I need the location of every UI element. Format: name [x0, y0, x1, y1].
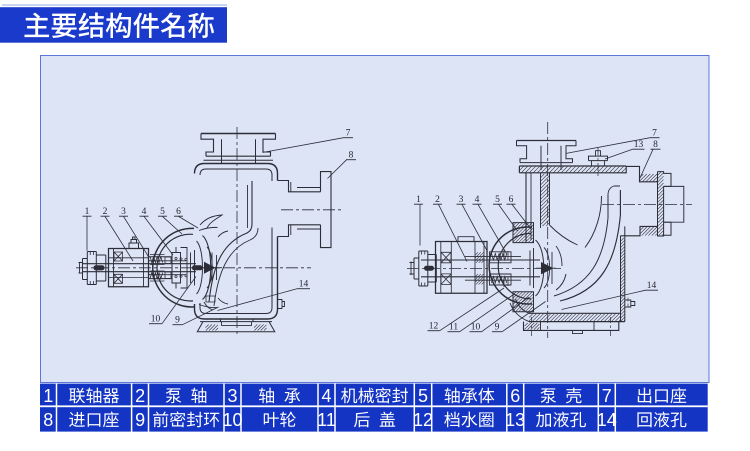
svg-text:3: 3 [459, 195, 464, 205]
svg-text:4: 4 [475, 195, 480, 205]
svg-text:7: 7 [346, 129, 351, 139]
svg-text:6: 6 [510, 386, 520, 406]
svg-text:14: 14 [299, 280, 309, 290]
svg-text:8: 8 [349, 151, 354, 161]
svg-text:3: 3 [227, 386, 237, 406]
svg-text:2: 2 [135, 386, 145, 406]
svg-text:1: 1 [416, 195, 421, 205]
svg-text:2: 2 [103, 207, 108, 217]
svg-text:9: 9 [175, 316, 180, 326]
svg-text:10: 10 [222, 410, 242, 430]
svg-text:8: 8 [653, 140, 658, 150]
svg-text:12: 12 [429, 322, 439, 332]
svg-text:5: 5 [160, 207, 165, 217]
svg-text:4: 4 [142, 207, 147, 217]
svg-text:7: 7 [652, 129, 657, 139]
svg-text:13: 13 [505, 410, 525, 430]
svg-text:7: 7 [602, 386, 612, 406]
svg-text:5: 5 [495, 195, 500, 205]
svg-text:14: 14 [647, 281, 657, 291]
svg-text:13: 13 [634, 140, 644, 150]
svg-text:8: 8 [43, 410, 53, 430]
svg-text:11: 11 [317, 410, 336, 430]
svg-text:2: 2 [435, 195, 440, 205]
svg-text:1: 1 [43, 386, 53, 406]
svg-text:6: 6 [176, 207, 181, 217]
svg-text:9: 9 [495, 323, 500, 333]
svg-text:6: 6 [509, 195, 514, 205]
svg-text:14: 14 [597, 410, 617, 430]
svg-text:5: 5 [418, 386, 428, 406]
svg-text:9: 9 [135, 410, 145, 430]
svg-text:10: 10 [471, 323, 481, 333]
svg-text:10: 10 [151, 315, 161, 325]
svg-text:12: 12 [413, 410, 433, 430]
svg-text:4: 4 [321, 386, 331, 406]
svg-text:3: 3 [121, 207, 126, 217]
svg-text:1: 1 [85, 207, 90, 217]
svg-text:11: 11 [449, 323, 458, 333]
